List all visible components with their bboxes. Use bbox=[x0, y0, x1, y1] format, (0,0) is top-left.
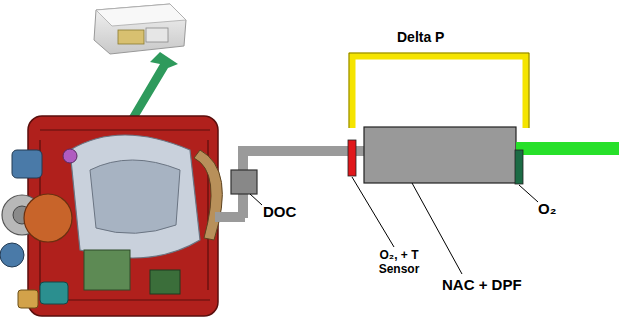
outlet-pipe bbox=[516, 142, 619, 155]
part-label: DOC bbox=[263, 203, 296, 220]
sensor-label: O₂ bbox=[538, 200, 556, 217]
ecu-module bbox=[94, 4, 186, 54]
o2-temp-sensor bbox=[348, 140, 356, 176]
delta-p-outline bbox=[349, 53, 529, 128]
sensor-label: O₂, + T Sensor bbox=[368, 249, 430, 277]
nac-dpf-canister bbox=[364, 127, 516, 183]
engine bbox=[0, 116, 222, 316]
pressure-label: Delta P bbox=[397, 29, 444, 45]
delta-p-line bbox=[352, 56, 526, 128]
exhaust-pipe bbox=[215, 146, 368, 222]
doc-catalyst bbox=[231, 170, 257, 194]
part-label: NAC + DPF bbox=[442, 276, 522, 293]
o2-sensor bbox=[515, 150, 523, 184]
